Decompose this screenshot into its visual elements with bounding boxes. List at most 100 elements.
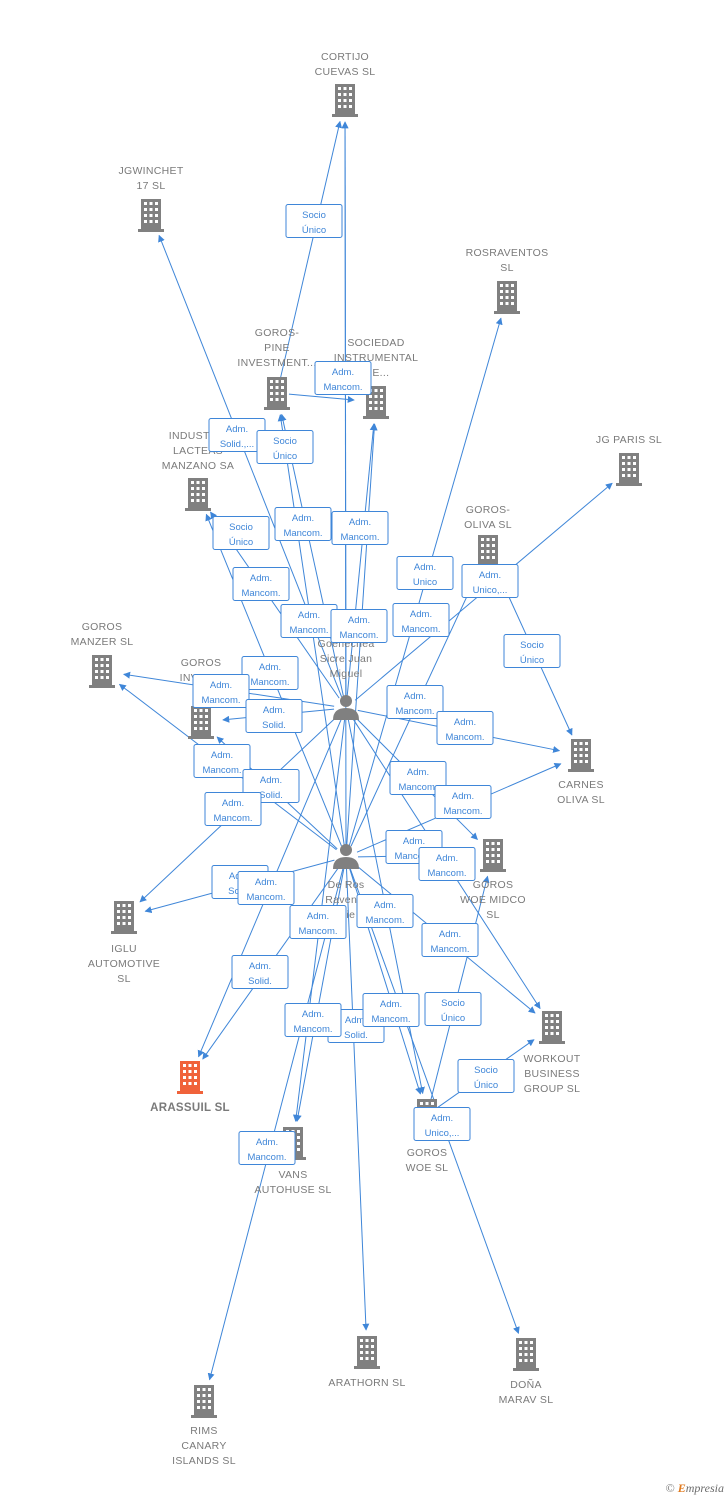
node-label: JGWINCHET	[118, 165, 183, 177]
relation-box	[289, 905, 347, 939]
relation-label-r19[interactable]: Adm.Mancom.	[436, 711, 494, 745]
relation-text: Mancom.	[427, 868, 466, 879]
company-node-donamarav[interactable]: DOÑA MARAV SL	[499, 1338, 554, 1406]
relation-label-r39[interactable]: Adm.Mancom.	[238, 1131, 296, 1165]
relation-label-r35[interactable]: Adm.Mancom.	[362, 993, 420, 1027]
relation-text: Adm.	[374, 900, 396, 911]
relation-text: Mancom.	[430, 944, 469, 955]
node-label: GOROS-	[255, 327, 300, 339]
empresia-logo-text: mpresia	[685, 1481, 724, 1495]
relation-label-r23[interactable]: Adm.Mancom.	[434, 785, 492, 819]
relation-text: Adm.	[250, 573, 272, 584]
relation-label-r24[interactable]: Adm.Mancom.	[204, 792, 262, 826]
relation-label-r6[interactable]: Adm.Mancom.	[331, 511, 389, 545]
relation-label-r31[interactable]: Adm.Solid.	[231, 955, 289, 989]
relation-label-r28[interactable]: Adm.Mancom.	[237, 871, 295, 905]
company-node-gorosoliva[interactable]: GOROS-OLIVA SL	[464, 504, 512, 568]
relation-box	[396, 556, 454, 590]
relation-box	[386, 685, 444, 719]
relation-label-r38[interactable]: Adm.Unico,...	[413, 1107, 471, 1141]
relation-label-r32[interactable]: Adm.Mancom.	[421, 923, 479, 957]
relation-label-r13[interactable]: Adm.Mancom.	[392, 603, 450, 637]
relation-text: Adm.	[479, 570, 501, 581]
relation-label-r17[interactable]: Adm. Solid.	[245, 699, 303, 733]
relation-label-r2[interactable]: Adm.Mancom.	[314, 361, 372, 395]
relation-label-r12[interactable]: Adm.Mancom.	[330, 609, 388, 643]
node-label: DOÑA	[510, 1378, 542, 1391]
relation-label-r26[interactable]: Adm.Mancom.	[418, 847, 476, 881]
relation-text: Unico	[413, 577, 437, 588]
relation-label-r11[interactable]: Adm.Mancom.	[280, 604, 338, 638]
relation-text: Mancom.	[398, 782, 437, 793]
relation-label-r10[interactable]: Adm.Mancom.	[232, 567, 290, 601]
relation-text: Solid.	[259, 790, 283, 801]
relation-edge-deros-arathorn	[346, 868, 370, 1331]
relation-text: Solid.	[344, 1030, 368, 1041]
relation-text: Adm.	[414, 562, 436, 573]
relation-label-r18[interactable]: Adm.Mancom.	[386, 685, 444, 719]
relation-text: Adm.	[407, 767, 429, 778]
building-icon	[616, 453, 642, 486]
relation-label-r22[interactable]: Adm. Mancom.	[389, 761, 447, 795]
node-label: GOROS	[473, 879, 514, 891]
node-label: WORKOUT	[524, 1053, 581, 1065]
relation-box	[362, 993, 420, 1027]
relation-label-r20[interactable]: Adm.Mancom.	[193, 744, 251, 778]
company-node-gorospine[interactable]: GOROS-PINEINVESTMENT...	[237, 327, 316, 410]
node-label: MARAV SL	[499, 1394, 554, 1406]
building-icon	[480, 839, 506, 872]
relation-text: Solid.	[262, 720, 286, 731]
relation-text: Mancom.	[289, 625, 328, 636]
relation-text: Mancom.	[283, 528, 322, 539]
relation-text: Adm.	[348, 615, 370, 626]
relation-label-r29[interactable]: Adm.Mancom.	[289, 905, 347, 939]
relation-label-r15[interactable]: Adm.Mancom.	[241, 656, 299, 690]
node-label: 17 SL	[137, 180, 166, 192]
relation-text: Socio	[520, 640, 544, 651]
company-node-arassuil[interactable]: ARASSUIL SL	[150, 1061, 230, 1114]
relation-text: Mancom.	[445, 732, 484, 743]
node-label: ROSRAVENTOS	[466, 247, 549, 259]
empresia-footer: © Empresia	[666, 1481, 724, 1496]
relation-text: Solid.	[248, 976, 272, 987]
company-node-arathorn[interactable]: ARATHORN SL	[328, 1336, 405, 1389]
relation-text: Mancom.	[371, 1014, 410, 1025]
relation-label-r30[interactable]: Adm.Mancom.	[356, 894, 414, 928]
relation-box	[231, 955, 289, 989]
company-node-jgwinchet[interactable]: JGWINCHET 17 SL	[118, 165, 184, 232]
copyright-symbol: ©	[665, 1481, 675, 1495]
relation-label-r5[interactable]: Adm.Mancom.	[274, 507, 332, 541]
company-node-jgparis[interactable]: JG PARIS SL	[596, 434, 662, 486]
relation-text: Mancom.	[401, 624, 440, 635]
relation-label-r9[interactable]: Adm.Unico,...	[461, 564, 519, 598]
relation-label-r16[interactable]: Adm.Mancom.	[192, 674, 250, 708]
relation-edge-deros-rims	[207, 868, 344, 1381]
relation-box	[274, 507, 332, 541]
relation-label-r8[interactable]: Adm. Unico	[396, 556, 454, 590]
node-label: PINE	[264, 342, 290, 354]
building-icon	[539, 1011, 565, 1044]
node-label: BUSINESS	[524, 1068, 580, 1080]
relation-text: Adm.	[263, 705, 285, 716]
relation-box	[193, 744, 251, 778]
relation-box	[436, 711, 494, 745]
relation-label-r34[interactable]: Adm.Mancom.	[284, 1003, 342, 1037]
building-icon	[513, 1338, 539, 1371]
